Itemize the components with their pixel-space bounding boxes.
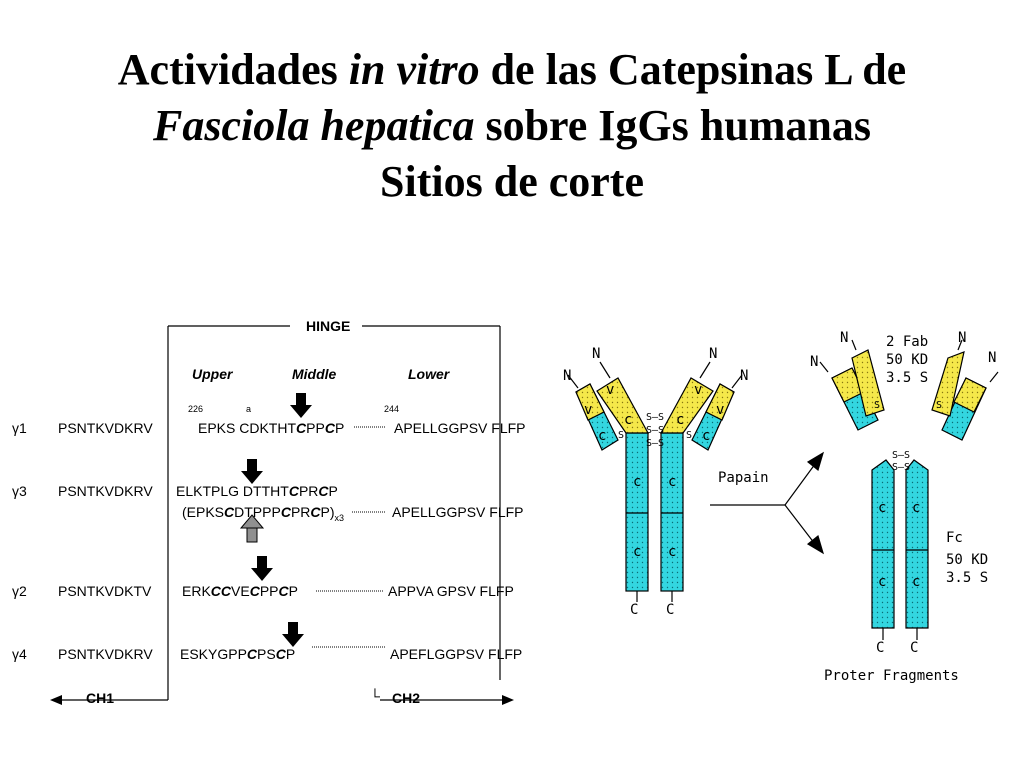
gamma3-repeat-seq: (EPKSCDTPPPCPRCP)x3 — [182, 504, 345, 523]
ab-c-term-left: C — [630, 602, 639, 618]
cut-arrow-g3-up — [239, 514, 265, 543]
gamma1-ch1-seq: PSNTKVDKRV — [58, 420, 153, 436]
ch2-arrowhead — [502, 695, 514, 705]
papain-arrow — [710, 451, 825, 555]
upper-label: Upper — [192, 366, 233, 382]
cut-arrow-g4 — [282, 622, 304, 647]
ab-v-light-left: v — [584, 402, 593, 418]
gamma4-lower-seq: APEFLGGPSV FLFP — [390, 646, 523, 662]
fab-n-2: N — [810, 354, 819, 370]
fab-n-4: N — [988, 350, 997, 366]
ab-n-light-left: N — [563, 368, 572, 384]
title-line-2: Fasciola hepatica sobre IgGs humanas — [153, 101, 871, 150]
fc-c-term-left: C — [876, 640, 885, 656]
ch1-label: CH1 — [86, 690, 115, 706]
ab-c-light-right: c — [702, 428, 711, 444]
ab-v-left: v — [606, 382, 615, 398]
fc-disulfide-2: S—S — [892, 462, 911, 473]
fc-fragment — [871, 459, 929, 640]
slide-title: Actividades in vitro de las Catepsinas L… — [0, 42, 1024, 210]
fab-kd: 50 KD — [886, 352, 929, 368]
fc-c2-right: c — [912, 574, 921, 590]
ab-n-heavy-left: N — [592, 346, 601, 362]
gamma4-ch1-seq: PSNTKVDKRV — [58, 646, 153, 662]
fc-c1-right: c — [912, 500, 921, 516]
cut-arrow-g3 — [241, 459, 263, 484]
ab-c-term-right: C — [666, 602, 675, 618]
cut-arrow-g2 — [251, 556, 273, 581]
ch1-arrowhead — [50, 695, 62, 705]
ab-n-heavy-right: N — [709, 346, 718, 362]
gamma2-lower-seq: APPVA GPSV FLFP — [388, 583, 514, 599]
gamma2-hinge-seq: ERKCCVECPPCP — [182, 583, 298, 599]
ab-n-light-right: N — [740, 368, 749, 384]
fab-n-1: N — [840, 330, 849, 346]
ab-c-heavy-right: c — [676, 412, 685, 428]
ch2-corner: └ — [370, 688, 380, 704]
gamma4-label: γ4 — [12, 646, 27, 662]
gamma3-ch1-seq: PSNTKVDKRV — [58, 483, 153, 499]
ab-disulfide-2: S—S — [646, 425, 665, 436]
hinge-label: HINGE — [306, 318, 351, 334]
fc-kd: 50 KD — [946, 552, 989, 568]
gamma3-lower-seq: APELLGGPSV FLFP — [392, 504, 524, 520]
ab-s-right: S — [686, 430, 693, 441]
gamma1-label: γ1 — [12, 420, 27, 436]
gamma3-hinge-seq: ELKTPLG DTTHTCPRCP — [176, 483, 338, 499]
fab-s-value: 3.5 S — [886, 370, 929, 386]
antibody-heavy-chains — [567, 361, 743, 602]
gamma2-ch1-seq: PSNTKVDKTV — [58, 583, 152, 599]
fc-label: Fc — [946, 530, 963, 546]
ab-c-fc1-right: c — [668, 474, 677, 490]
fc-disulfide-1: S—S — [892, 450, 911, 461]
title-line-3: Sitios de corte — [380, 157, 644, 206]
gamma1-lower-seq: APELLGGPSV FLFP — [394, 420, 526, 436]
gamma2-label: γ2 — [12, 583, 27, 599]
ab-disulfide-1: S—S — [646, 412, 665, 423]
position-244: 244 — [384, 404, 400, 414]
ab-c-fc1-left: c — [633, 474, 642, 490]
fab-label: 2 Fab — [886, 334, 929, 350]
fc-s-value: 3.5 S — [946, 570, 989, 586]
ab-v-right: v — [694, 382, 703, 398]
fab-disulfide-2: S — [936, 400, 943, 411]
fab-disulfide: S — [874, 400, 881, 411]
ab-disulfide-3: S—S — [646, 438, 665, 449]
ab-c-heavy-left: c — [624, 412, 633, 428]
ab-c-fc2-left: c — [633, 544, 642, 560]
fc-c1-left: c — [878, 500, 887, 516]
position-226: 226 — [188, 404, 204, 414]
lower-label: Lower — [408, 366, 450, 382]
papain-label: Papain — [718, 470, 769, 486]
ch2-label: CH2 — [392, 690, 421, 706]
gamma4-hinge-seq: ESKYGPPCPSCP — [180, 646, 296, 662]
middle-label: Middle — [292, 366, 337, 382]
title-line-1: Actividades in vitro de las Catepsinas L… — [117, 45, 907, 94]
gamma3-label: γ3 — [12, 483, 27, 499]
gamma1-hinge-seq: EPKS CDKTHTCPPCP — [198, 420, 345, 436]
ab-v-light-right: v — [716, 402, 725, 418]
fragments-caption: Proter Fragments — [824, 668, 959, 684]
ab-c-light-left: c — [598, 428, 607, 444]
ab-s-left: S — [618, 430, 625, 441]
fab-fragments — [819, 339, 999, 441]
fab-n-3: N — [958, 330, 967, 346]
fc-c-term-right: C — [910, 640, 919, 656]
ab-c-fc2-right: c — [668, 544, 677, 560]
position-a: a — [246, 404, 252, 414]
fc-c2-left: c — [878, 574, 887, 590]
cut-arrow-g1 — [290, 393, 312, 418]
